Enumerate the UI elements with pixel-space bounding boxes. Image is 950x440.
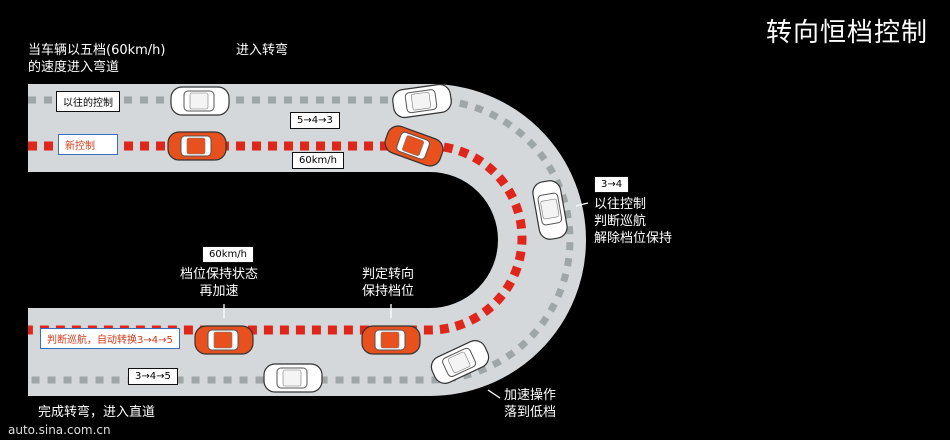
old-control-car (392, 83, 452, 119)
accel-note: 加速操作 落到低档 (504, 388, 557, 420)
new-control-lane (28, 141, 527, 335)
enter-speed-label: 当车辆以五档(60km/h) 的速度进入弯道 (28, 43, 166, 75)
judge-turn-note: 判定转向 保持档位 (362, 267, 415, 299)
new-control-car (194, 325, 254, 355)
speed-top-box: 60km/h (292, 152, 344, 169)
curve-shift-box: 3→4 (594, 176, 630, 193)
upshift-box: 3→4→5 (128, 368, 178, 385)
exit-label: 完成转弯，进入直道 (38, 405, 156, 420)
speed-bottom-box: 60km/h (202, 246, 254, 263)
old-control-car (430, 340, 490, 384)
new-control-box: 新控制 (58, 134, 118, 155)
old-control-car (170, 86, 230, 116)
old-control-note: 以往控制 判断巡航 解除档位保持 (594, 197, 673, 246)
arrows (223, 202, 589, 399)
old-control-car (263, 363, 323, 393)
enter-turn-label: 进入转弯 (236, 43, 289, 58)
watermark-url: auto.sina.com.cn (8, 423, 111, 437)
new-control-car (167, 131, 227, 161)
road (28, 84, 586, 396)
old-control-car (532, 180, 568, 240)
hold-accel-note: 档位保持状态 再加速 (180, 267, 259, 299)
auto-shift-box: 判断巡航，自动转换3→4→5 (40, 328, 180, 349)
arrow-left (575, 202, 589, 207)
arrow-up-left (487, 389, 501, 399)
page-title: 转向恒档控制 (765, 18, 928, 48)
downshift-box: 5→4→3 (290, 112, 340, 129)
old-control-box: 以往的控制 (56, 91, 120, 112)
new-control-car (361, 325, 421, 355)
new-control-car (384, 125, 444, 167)
